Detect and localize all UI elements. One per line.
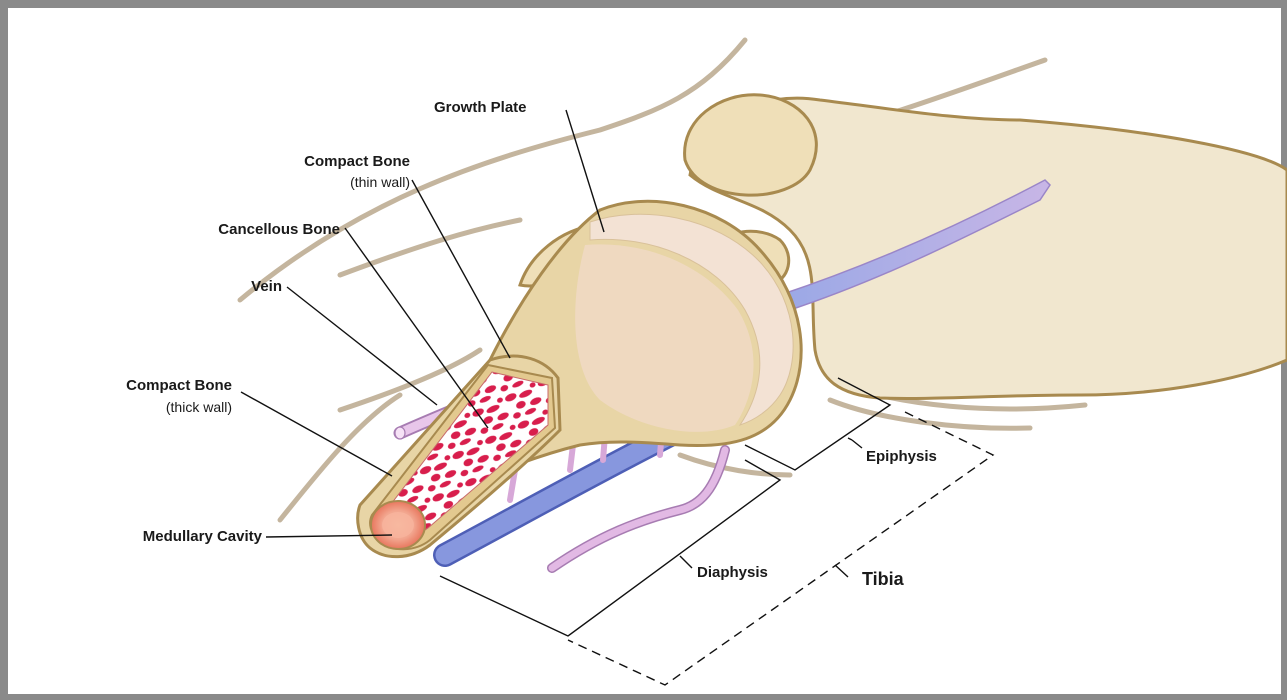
label-diaphysis: Diaphysis: [697, 564, 768, 581]
leader-compact-thin: [412, 180, 510, 358]
label-compact-bone-thick: Compact Bone: [126, 377, 232, 394]
label-thin-wall: (thin wall): [350, 174, 410, 190]
label-compact-bone-thin: Compact Bone: [304, 153, 410, 170]
label-tibia: Tibia: [862, 569, 905, 589]
label-epiphysis: Epiphysis: [866, 448, 937, 465]
leader-compact-thick: [241, 392, 392, 476]
leader-epiphysis: [852, 440, 862, 448]
leader-diaphysis: [680, 556, 692, 568]
label-growth-plate: Growth Plate: [434, 99, 527, 116]
leader-tibia: [835, 565, 848, 577]
label-medullary-cavity: Medullary Cavity: [143, 528, 263, 545]
leader-vein: [287, 287, 437, 405]
label-cancellous-bone: Cancellous Bone: [218, 221, 340, 238]
leader-cancellous: [345, 228, 488, 428]
label-thick-wall: (thick wall): [166, 399, 232, 415]
label-vein: Vein: [251, 278, 282, 295]
